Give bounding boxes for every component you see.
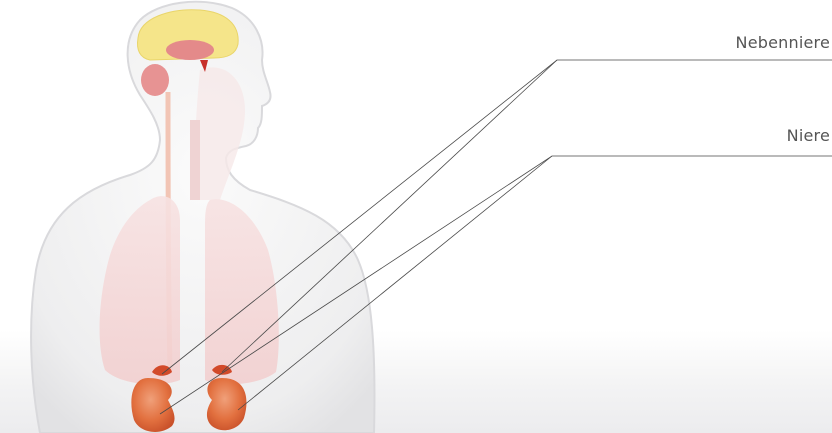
label-adrenal-gland: Nebenniere [736,33,830,52]
kidney-left [131,378,174,432]
cerebellum [141,64,169,96]
label-kidney: Niere [787,126,830,145]
brain-inner [166,40,214,60]
kidney-right [207,378,247,430]
